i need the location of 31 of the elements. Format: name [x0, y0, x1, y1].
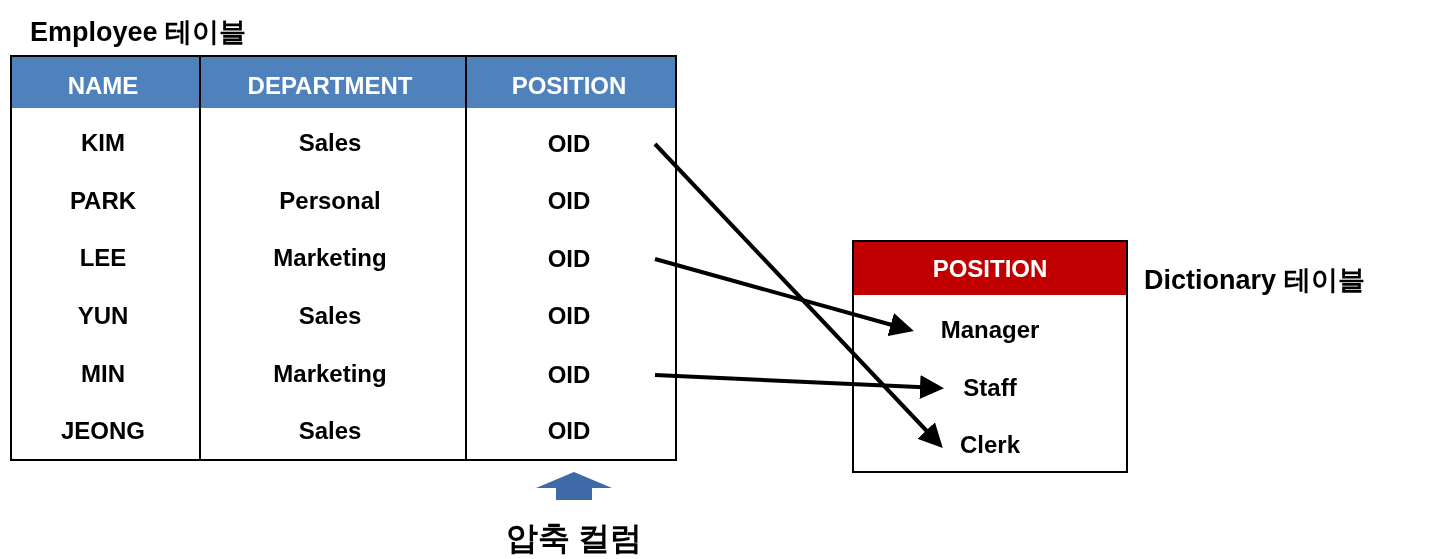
arrow — [654, 257, 914, 337]
table-cell: OID — [483, 129, 655, 159]
table-cell: MIN — [81, 360, 125, 388]
table-cell: Clerk — [940, 430, 1040, 460]
table-cell: Marketing — [273, 360, 387, 388]
table-cell: Marketing — [273, 244, 387, 272]
arrow — [654, 373, 944, 400]
table-cell: Personal — [279, 187, 381, 215]
table-cell: OID — [483, 244, 655, 274]
table-cell: Sales — [298, 417, 362, 445]
table-cell: JEONG — [61, 417, 145, 445]
table-cell: PARK — [69, 187, 137, 215]
arrow — [653, 142, 943, 448]
table-cell: OID — [483, 360, 655, 390]
column-header: POSITION — [511, 72, 627, 100]
table-title: Employee 테이블 — [30, 16, 247, 49]
callout-text: 압축 컬럼 — [505, 519, 643, 558]
table-cell: OID — [547, 187, 591, 215]
table-cell: Manager — [910, 315, 1070, 345]
column-header: NAME — [67, 72, 139, 100]
column-header: DEPARTMENT — [247, 72, 413, 100]
table-cell: Sales — [298, 129, 362, 157]
table-cell: LEE — [79, 244, 127, 272]
table-cell: YUN — [77, 302, 129, 330]
table-cell: OID — [547, 417, 591, 445]
table-cell: KIM — [81, 129, 125, 157]
table-cell: OID — [547, 302, 591, 330]
table-cell: Sales — [298, 302, 362, 330]
table-title: Dictionary 테이블 — [1144, 264, 1365, 297]
table-cell: Staff — [940, 373, 1040, 403]
table-header: POSITION — [854, 242, 1126, 295]
